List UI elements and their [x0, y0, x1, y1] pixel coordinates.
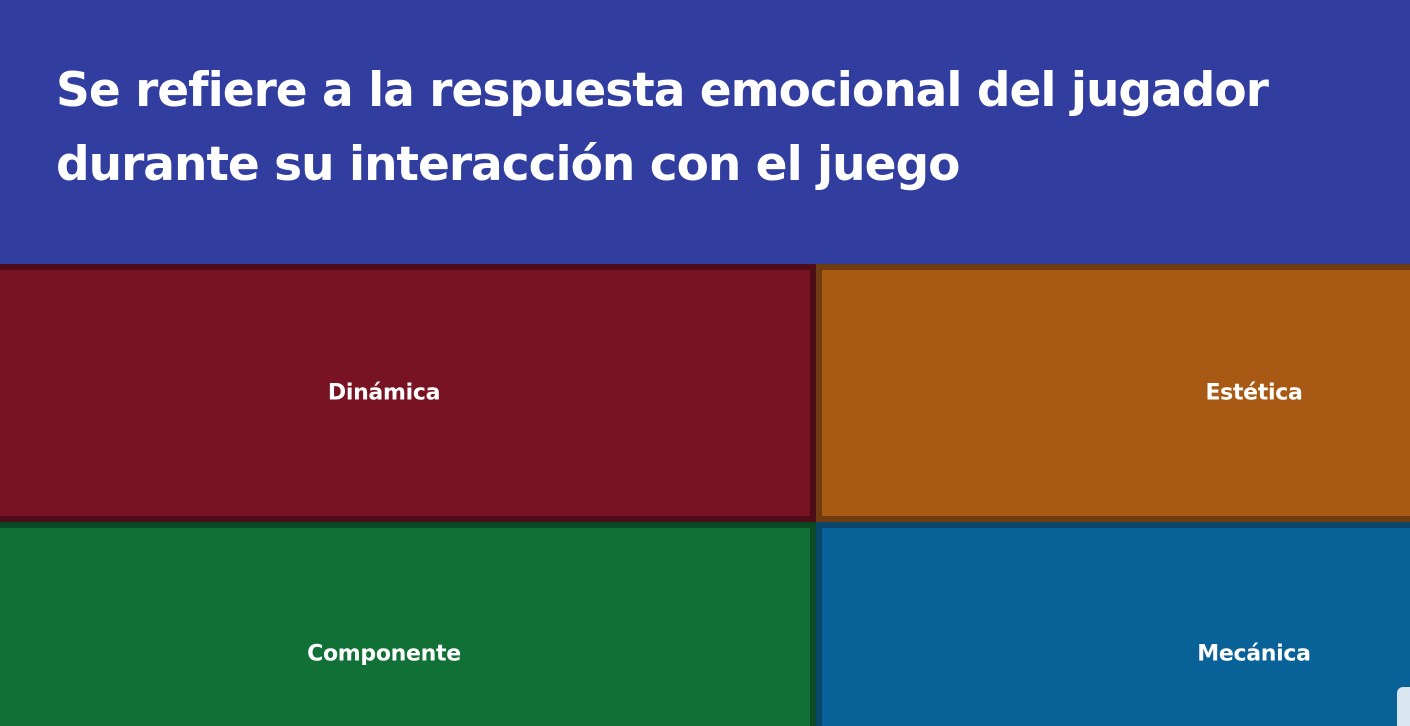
answer-label: Estética: [1205, 380, 1303, 406]
answer-label: Dinámica: [327, 380, 441, 406]
question-text: Se refiere a la respuesta emocional del …: [56, 63, 1269, 192]
answer-label: Mecánica: [1197, 641, 1311, 667]
answer-option-mecanica[interactable]: Mecánica: [816, 522, 1410, 726]
answer-label: Componente: [307, 641, 461, 667]
corner-widget[interactable]: [1397, 687, 1410, 726]
answer-option-dinamica[interactable]: Dinámica: [0, 264, 816, 522]
answer-option-estetica[interactable]: Estética: [816, 264, 1410, 522]
answer-option-componente[interactable]: Componente: [0, 522, 816, 726]
question-panel: Se refiere a la respuesta emocional del …: [0, 0, 1410, 264]
